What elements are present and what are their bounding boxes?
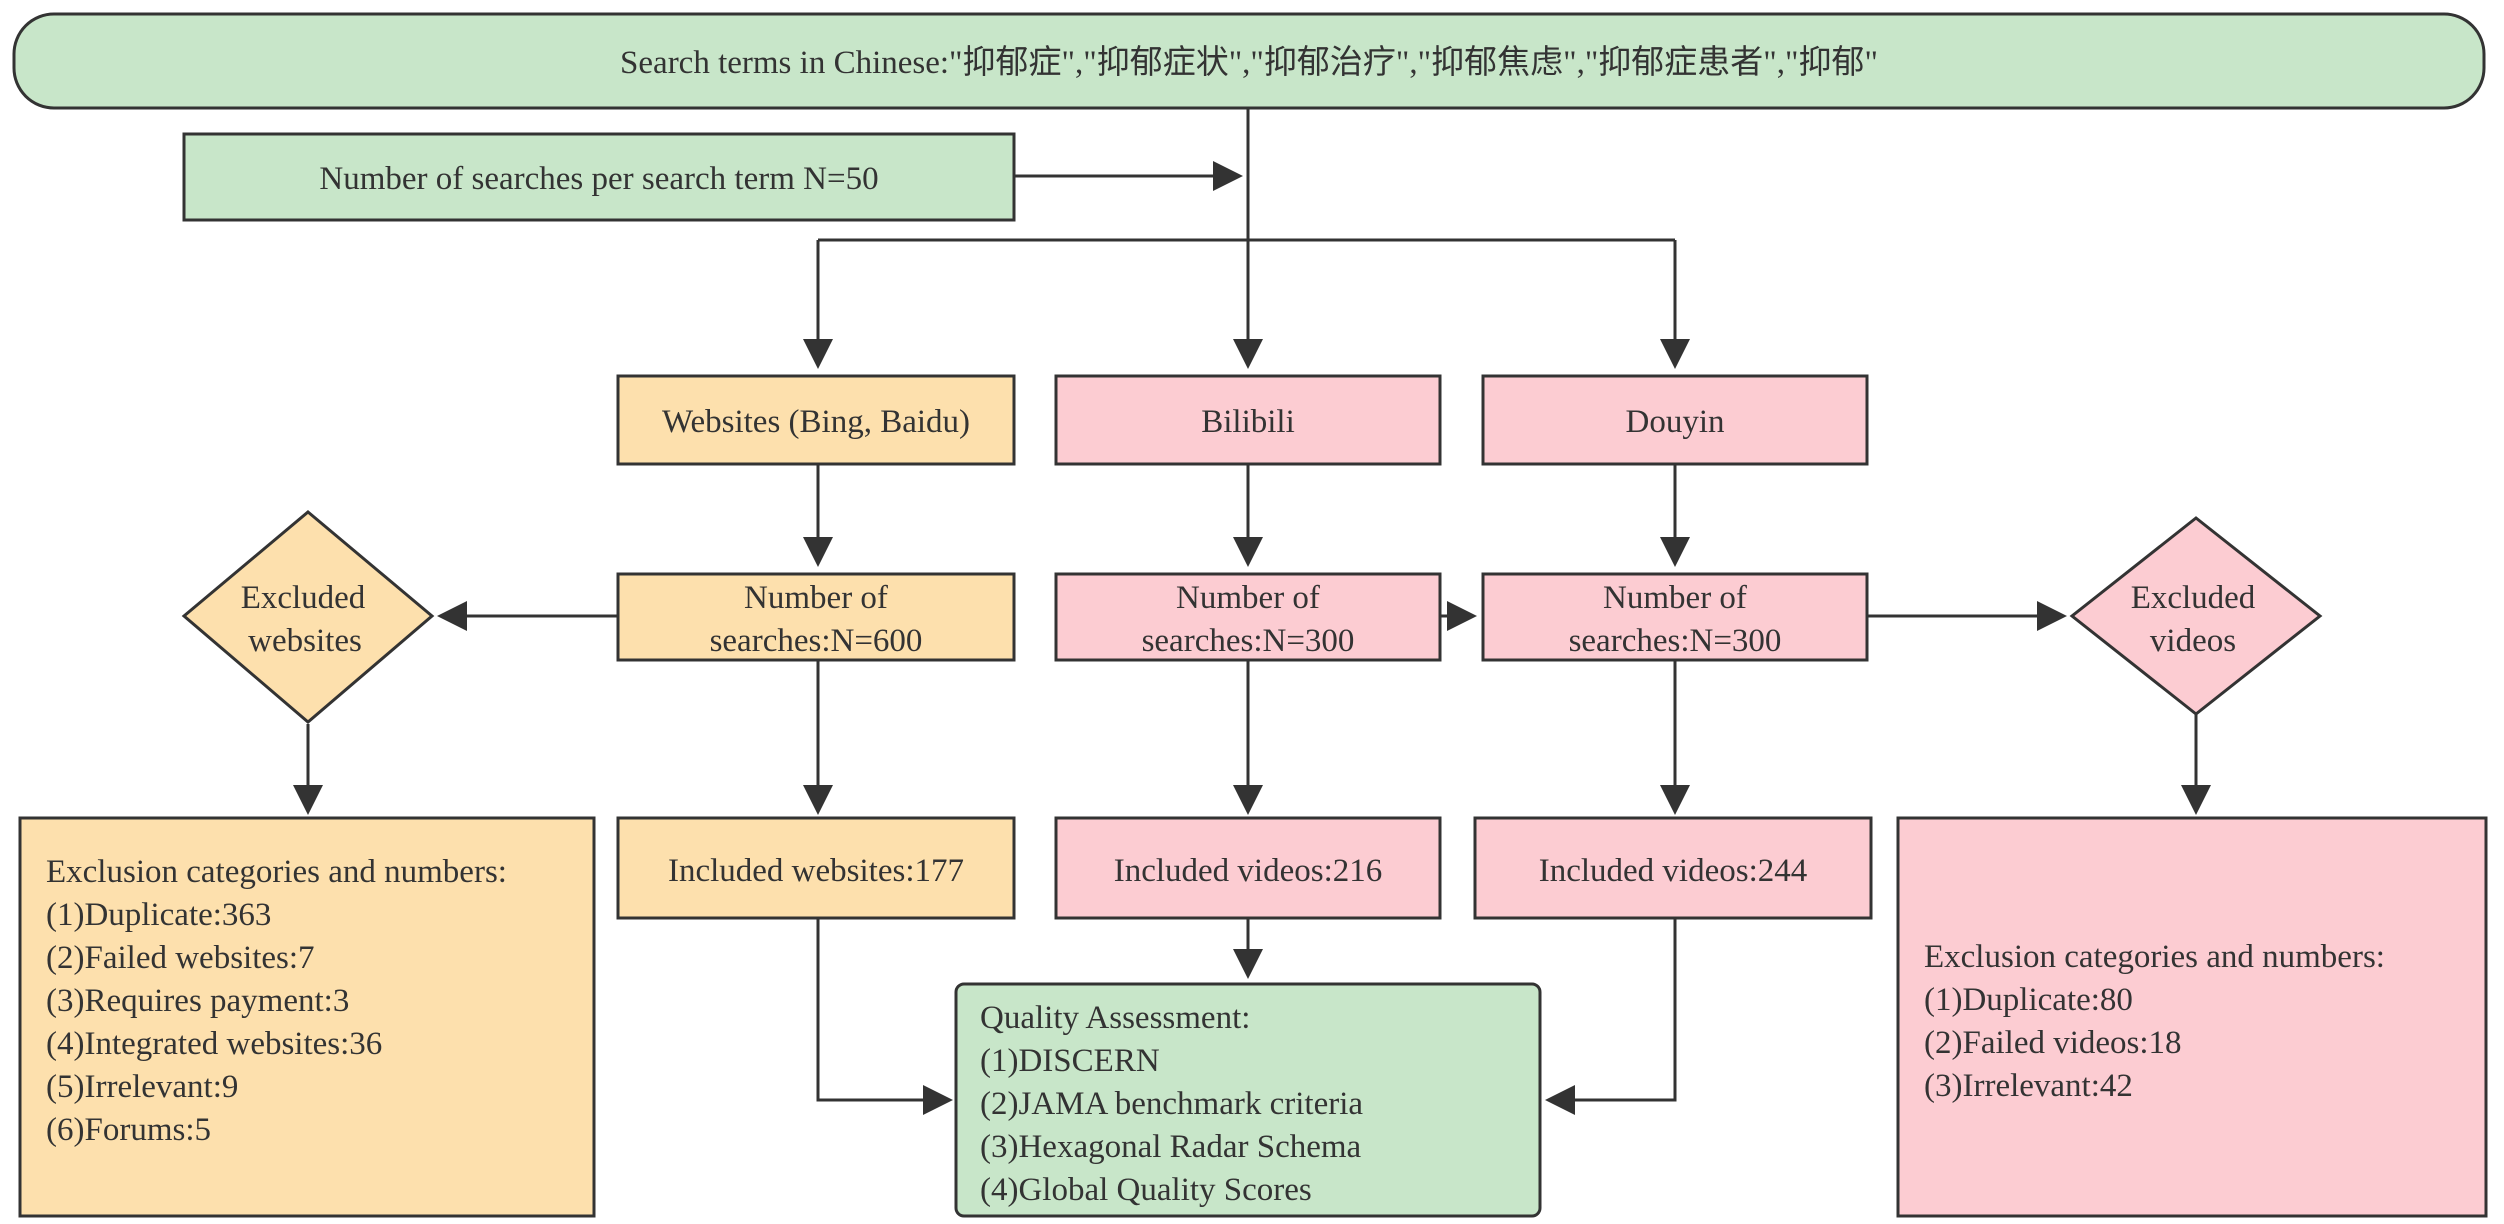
bilibili-source-node: Bilibili: [1054, 374, 1442, 466]
arrow-websites-to-quality: [816, 918, 953, 1115]
websites-exclusion-line-6: (5)Irrelevant:9: [46, 1069, 238, 1105]
included-bilibili-label: Included videos:216: [1114, 853, 1383, 889]
websites-exclusion-list: Exclusion categories and numbers: (1)Dup…: [18, 816, 596, 1218]
douyin-searches-line-2: searches:N=300: [1569, 623, 1782, 659]
websites-searches-line-2: searches:N=600: [710, 623, 923, 659]
excluded-websites-line-1: Excluded: [241, 580, 366, 616]
websites-searches-line-1: Number of: [744, 580, 888, 616]
excluded-videos-diamond: Excluded videos: [2069, 516, 2323, 716]
websites-exclusion-line-7: (6)Forums:5: [46, 1112, 211, 1148]
included-websites-node: Included websites:177: [616, 816, 1016, 920]
bilibili-searches-line-2: searches:N=300: [1142, 623, 1355, 659]
websites-source-node: Websites (Bing, Baidu): [616, 374, 1016, 466]
quality-assessment-line-3: (2)JAMA benchmark criteria: [980, 1086, 1363, 1122]
included-douyin-label: Included videos:244: [1539, 853, 1808, 889]
douyin-searches-node: Number of searches:N=300: [1481, 572, 1869, 662]
search-terms-label: Search terms in Chinese:"抑郁症","抑郁症状","抑郁…: [620, 44, 1878, 81]
websites-exclusion-line-4: (3)Requires payment:3: [46, 983, 349, 1019]
douyin-source-label: Douyin: [1626, 404, 1725, 440]
bilibili-searches-line-1: Number of: [1176, 580, 1320, 616]
quality-assessment-line-5: (4)Global Quality Scores: [980, 1172, 1312, 1208]
douyin-searches-line-1: Number of: [1603, 580, 1747, 616]
quality-assessment-line-2: (1)DISCERN: [980, 1043, 1160, 1079]
excluded-websites-diamond: Excluded websites: [181, 510, 435, 724]
included-websites-label: Included websites:177: [668, 853, 964, 889]
excluded-websites-line-2: websites: [248, 623, 362, 659]
searches-per-term-node: Number of searches per search term N=50: [182, 132, 1016, 222]
websites-searches-node: Number of searches:N=600: [616, 572, 1016, 662]
quality-assessment-node: Quality Assessment: (1)DISCERN (2)JAMA b…: [954, 982, 1542, 1218]
excluded-videos-line-1: Excluded: [2131, 580, 2256, 616]
websites-source-label: Websites (Bing, Baidu): [662, 404, 970, 440]
quality-assessment-line-1: Quality Assessment:: [980, 1000, 1250, 1036]
bilibili-searches-node: Number of searches:N=300: [1054, 572, 1442, 662]
searches-per-term-label: Number of searches per search term N=50: [319, 161, 878, 197]
videos-exclusion-line-4: (3)Irrelevant:42: [1924, 1068, 2133, 1104]
douyin-source-node: Douyin: [1481, 374, 1869, 466]
websites-exclusion-line-5: (4)Integrated websites:36: [46, 1026, 382, 1062]
included-bilibili-node: Included videos:216: [1054, 816, 1442, 920]
quality-assessment-line-4: (3)Hexagonal Radar Schema: [980, 1129, 1362, 1165]
search-terms-node: Search terms in Chinese:"抑郁症","抑郁症状","抑郁…: [12, 12, 2486, 110]
videos-exclusion-line-1: Exclusion categories and numbers:: [1924, 939, 2385, 975]
excluded-videos-line-2: videos: [2150, 623, 2236, 659]
videos-exclusion-line-3: (2)Failed videos:18: [1924, 1025, 2182, 1061]
bilibili-source-label: Bilibili: [1201, 404, 1295, 440]
websites-exclusion-line-2: (1)Duplicate:363: [46, 897, 271, 933]
connectors: [293, 108, 2211, 1115]
videos-exclusion-list: Exclusion categories and numbers: (1)Dup…: [1896, 816, 2488, 1218]
videos-exclusion-line-2: (1)Duplicate:80: [1924, 982, 2133, 1018]
included-douyin-node: Included videos:244: [1473, 816, 1873, 920]
websites-exclusion-line-3: (2)Failed websites:7: [46, 940, 315, 976]
arrow-douyin-to-quality: [1545, 918, 1677, 1115]
websites-exclusion-line-1: Exclusion categories and numbers:: [46, 854, 507, 890]
